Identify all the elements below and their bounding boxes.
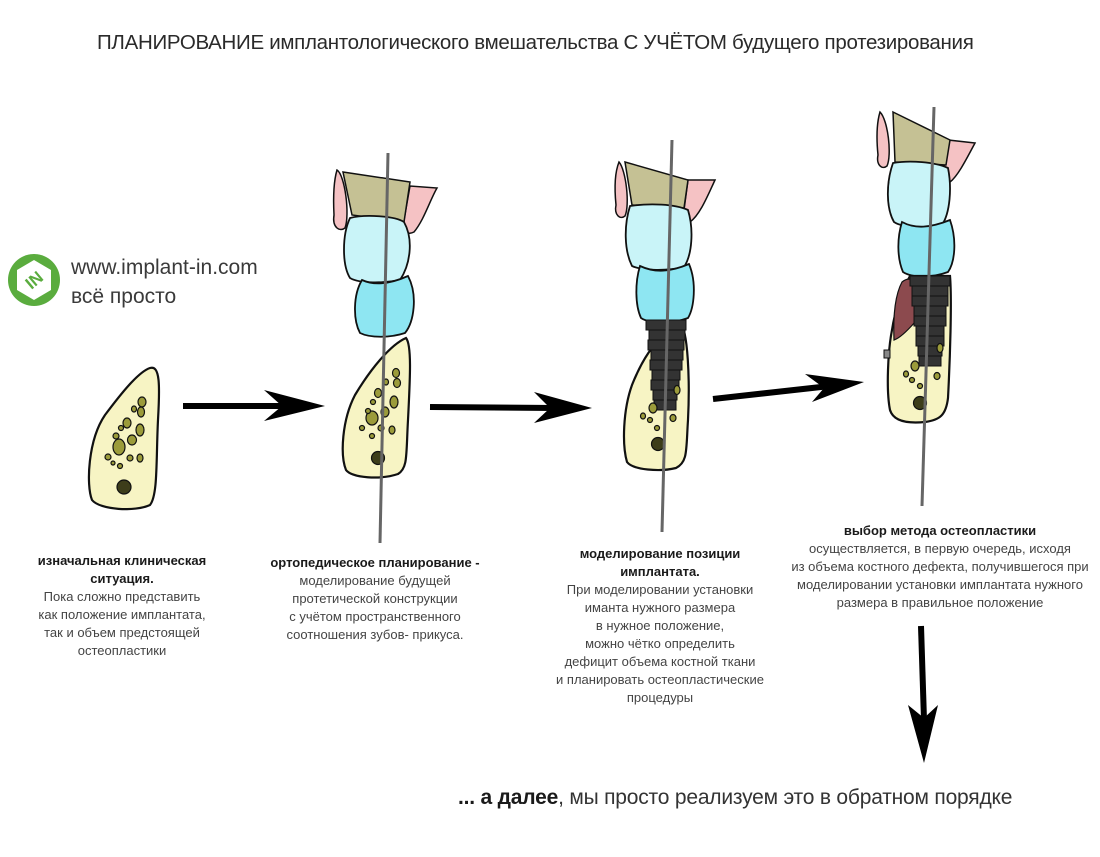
stage2-line: протетической конструкции [292, 591, 458, 606]
brand-slogan: всё просто [71, 285, 177, 308]
stage3-implant-position-illustration [614, 139, 717, 533]
gum-left [876, 110, 890, 169]
stage4-caption: выбор метода остеопластики осуществляетс… [780, 522, 1100, 612]
crown-lower [635, 262, 695, 324]
crown-upper [886, 160, 951, 228]
stage1-line: как положение имплантата, [38, 607, 206, 622]
stage1-caption: изначальная клиническая ситуация. Пока с… [2, 552, 242, 660]
crown-lower [897, 218, 956, 278]
crown-upper [343, 215, 411, 284]
stage3-heading: моделирование позиции имплантата. [579, 546, 741, 579]
stage1-line: так и объем предстоящей [44, 625, 200, 640]
stage3-line: можно чётко определить [585, 636, 735, 651]
footer-conclusion: ... а далее, мы просто реализуем это в о… [458, 786, 1012, 810]
brand-url[interactable]: www.implant-in.com [71, 256, 258, 279]
stage3-line: иманта нужного размера [584, 600, 736, 615]
gum-left [332, 168, 348, 231]
axis-line [920, 106, 936, 507]
stage2-line: с учётом пространственного [289, 609, 461, 624]
stage3-line: процедуры [626, 690, 694, 705]
stage3-line: При моделировании установки [566, 582, 754, 597]
arrow-down [908, 625, 938, 763]
arrow-right-3 [712, 374, 864, 402]
stage2-caption: ортопедическое планирование - моделирова… [250, 554, 500, 644]
stage4-heading: выбор метода остеопластики [843, 523, 1037, 538]
stage2-line: моделирование будущей [299, 573, 451, 588]
footer-bold: ... а далее [458, 786, 559, 809]
arrow-right-2 [429, 392, 592, 423]
stage4-line: осуществляется, в первую очередь, исходя [809, 541, 1071, 556]
stage2-line: соотношения зубов- прикуса. [286, 627, 464, 642]
crown-upper [624, 203, 693, 271]
root-stump [892, 110, 951, 166]
root-stump [624, 160, 689, 209]
axis-line [660, 139, 674, 533]
stage3-line: и планировать остеопластические [556, 672, 764, 687]
stage4-line: размера в правильное положение [836, 595, 1044, 610]
stage3-line: в нужное положение, [595, 618, 725, 633]
bone-pores [639, 384, 681, 432]
implant-in-logo-icon: IN [8, 254, 60, 306]
stage3-line: дефицит объема костной ткани [564, 654, 756, 669]
bone-pores [902, 342, 944, 390]
bone-pores [104, 396, 147, 470]
stage2-heading: ортопедическое планирование - [270, 555, 480, 570]
gum-left [614, 160, 628, 219]
stage2-prosthetic-planning-illustration [332, 152, 439, 544]
axis-line [378, 152, 390, 544]
stage1-bone-illustration [87, 366, 161, 511]
stage3-caption: моделирование позиции имплантата. При мо… [535, 545, 785, 707]
root-stump [342, 171, 411, 223]
brand-block: IN www.implant-in.com всё просто [7, 253, 258, 311]
stage4-line: из объема костного дефекта, получившегос… [791, 559, 1089, 574]
stage1-line: Пока сложно представить [43, 589, 201, 604]
stage4-osteoplasty-illustration [876, 106, 977, 507]
stage1-heading: изначальная клиническая ситуация. [37, 553, 207, 586]
footer-rest: , мы просто реализуем это в обратном пор… [558, 786, 1013, 809]
arrow-right-1 [183, 390, 325, 421]
fixation-pin [883, 349, 891, 359]
stage1-line: остеопластики [77, 643, 167, 658]
stage4-line: моделировании установки имплантата нужно… [797, 577, 1083, 592]
page-title: ПЛАНИРОВАНИЕ имплантологического вмешате… [97, 31, 974, 54]
